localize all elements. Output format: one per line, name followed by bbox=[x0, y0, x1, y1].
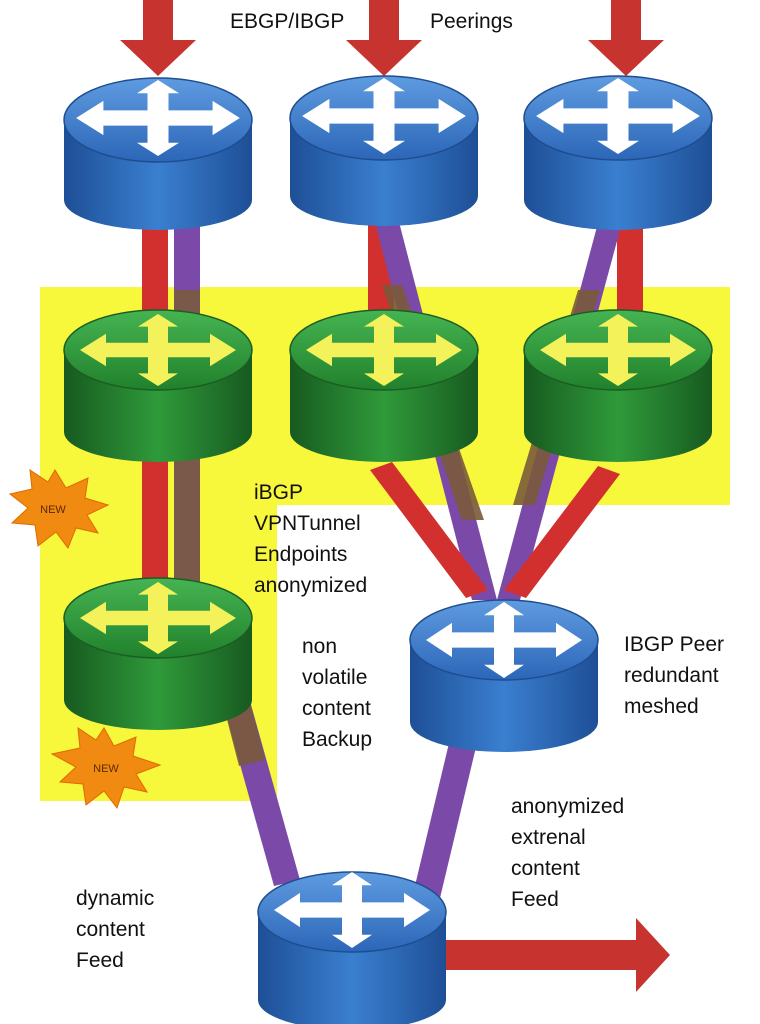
label-line: content bbox=[76, 918, 145, 941]
label-line: content bbox=[302, 697, 371, 720]
header-peerings: Peerings bbox=[430, 10, 513, 33]
router-blue-3[interactable] bbox=[523, 75, 713, 230]
router-green-2[interactable] bbox=[289, 309, 479, 462]
router-blue-1[interactable] bbox=[63, 77, 253, 230]
starburst-badge-icon: NEW bbox=[8, 468, 110, 550]
label-line: extrenal bbox=[511, 826, 586, 849]
badge-new-1: NEW bbox=[40, 504, 66, 516]
arrow-right-icon bbox=[440, 918, 670, 992]
router-ibgp-peer[interactable] bbox=[409, 599, 599, 752]
starburst-badge-icon: NEW bbox=[50, 726, 162, 810]
label-dynamic-feed: dynamic content Feed bbox=[76, 883, 154, 976]
label-line: Feed bbox=[511, 888, 559, 911]
label-ibgp-vpn: iBGP VPNTunnel Endpoints anonymized bbox=[254, 477, 367, 601]
label-ibgp-peer: IBGP Peer redundant meshed bbox=[624, 629, 724, 722]
label-line: iBGP bbox=[254, 481, 304, 504]
label-line: Feed bbox=[76, 949, 124, 972]
label-line: anonymized bbox=[511, 795, 625, 818]
router-green-4[interactable] bbox=[63, 577, 253, 730]
label-line: Endpoints bbox=[254, 543, 348, 566]
label-line: meshed bbox=[624, 695, 699, 718]
badge-new-2: NEW bbox=[93, 763, 119, 775]
router-blue-2[interactable] bbox=[289, 75, 479, 226]
header-ebgp-ibgp: EBGP/IBGP bbox=[230, 10, 345, 33]
router-feed[interactable] bbox=[257, 871, 447, 1024]
router-green-1[interactable] bbox=[63, 309, 253, 462]
label-line: IBGP Peer bbox=[624, 633, 724, 656]
label-line: dynamic bbox=[76, 887, 155, 910]
label-non-volatile: non volatile content Backup bbox=[302, 631, 372, 755]
arrow-down-icon bbox=[120, 0, 664, 76]
label-line: VPNTunnel bbox=[254, 512, 361, 535]
label-line: volatile bbox=[302, 666, 368, 689]
label-anonymized-feed: anonymized extrenal content Feed bbox=[511, 791, 624, 915]
label-line: redundant bbox=[624, 664, 719, 687]
router-green-3[interactable] bbox=[523, 309, 713, 462]
label-line: Backup bbox=[302, 728, 373, 751]
label-line: content bbox=[511, 857, 580, 880]
label-line: non bbox=[302, 635, 338, 658]
label-line: anonymized bbox=[254, 574, 368, 597]
